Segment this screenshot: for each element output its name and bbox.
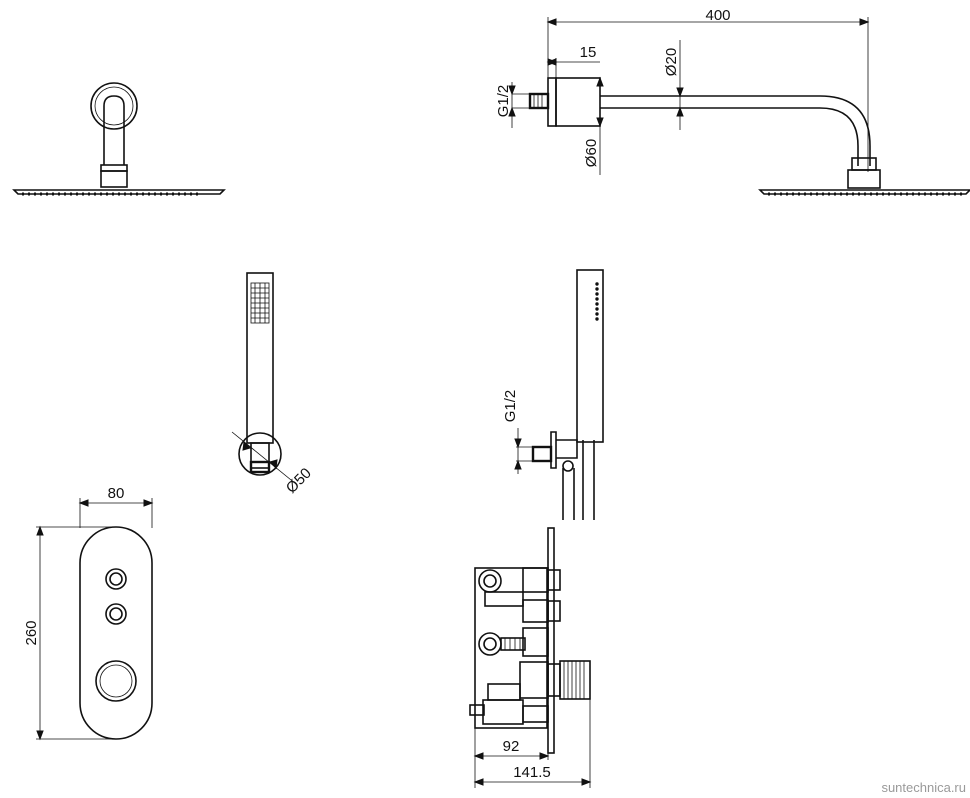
- dim-box-total-depth: 141.5: [513, 764, 551, 781]
- hand-shower-front-view: Ø50: [231, 272, 315, 497]
- valve-box-side-view: 92 141.5: [469, 527, 592, 788]
- dim-flange-depth: 15: [580, 44, 597, 61]
- control-plate-front-view: 80 260: [23, 485, 154, 741]
- dim-thread-handshower: G1/2: [502, 390, 519, 423]
- shower-arm-side-view: 400 15 G1/2 Ø20 Ø60: [495, 7, 970, 196]
- shower-head-front-view: [12, 82, 226, 196]
- dim-arm-diameter: Ø20: [663, 48, 680, 76]
- dim-arm-length: 400: [705, 7, 730, 24]
- dim-plate-height: 260: [23, 620, 40, 645]
- hand-shower-side-view: G1/2: [502, 269, 604, 520]
- dim-box-depth: 92: [503, 738, 520, 755]
- dim-holder-diameter: Ø50: [283, 465, 315, 497]
- watermark: suntechnica.ru: [881, 780, 966, 795]
- dim-thread-top: G1/2: [495, 85, 512, 118]
- dim-plate-width: 80: [108, 485, 125, 502]
- dim-flange-diameter: Ø60: [583, 139, 600, 167]
